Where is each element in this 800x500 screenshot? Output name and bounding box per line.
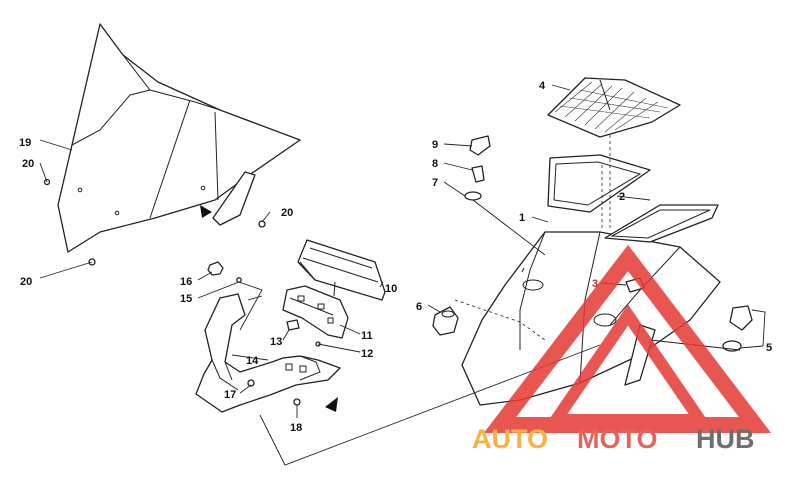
- callout-20-right: 20: [281, 207, 293, 219]
- support-bracket: [195, 293, 341, 413]
- cluster-bracket: [282, 285, 349, 339]
- watermark-triangle-logo: [483, 244, 772, 433]
- callout-16: 16: [180, 276, 192, 288]
- grille-mesh: [547, 77, 681, 138]
- callout-19: 19: [19, 137, 31, 149]
- callout-20-left: 20: [22, 158, 34, 170]
- watermark: AUTO MOTO HUB: [472, 244, 772, 454]
- arrow-marker: [200, 205, 212, 218]
- watermark-moto: MOTO: [577, 424, 658, 454]
- side-switch: [722, 305, 753, 352]
- callout-10: 10: [385, 283, 397, 295]
- callout-14: 14: [246, 355, 259, 367]
- windshield: [57, 23, 301, 253]
- ignition-parts: [432, 135, 491, 336]
- callout-15: 15: [180, 293, 192, 305]
- callout-18: 18: [290, 422, 302, 434]
- arrow-marker: [325, 397, 338, 412]
- callout-20-bottom: 20: [20, 276, 32, 288]
- callout-11: 11: [361, 330, 373, 342]
- callout-1: 1: [519, 212, 525, 224]
- watermark-auto: AUTO: [472, 424, 548, 454]
- callout-8: 8: [432, 158, 438, 170]
- callout-6: 6: [416, 301, 422, 313]
- callout-3: 3: [592, 278, 598, 290]
- callout-2: 2: [619, 191, 625, 203]
- callout-17: 17: [224, 389, 236, 401]
- callouts: 19 20 20 20 10 11 12 13 14 16 15 17 18 4…: [19, 80, 772, 434]
- bracket-hardware: [286, 319, 321, 347]
- gauge-cluster: [297, 239, 386, 301]
- callout-13: 13: [270, 336, 282, 348]
- watermark-hub: HUB: [696, 424, 755, 454]
- callout-5: 5: [766, 342, 772, 354]
- callout-4: 4: [539, 80, 546, 92]
- callout-9: 9: [432, 139, 438, 151]
- callout-7: 7: [432, 177, 438, 189]
- windshield-screws: [43, 178, 266, 266]
- lens-panels: [547, 154, 719, 243]
- callout-12: 12: [361, 348, 373, 360]
